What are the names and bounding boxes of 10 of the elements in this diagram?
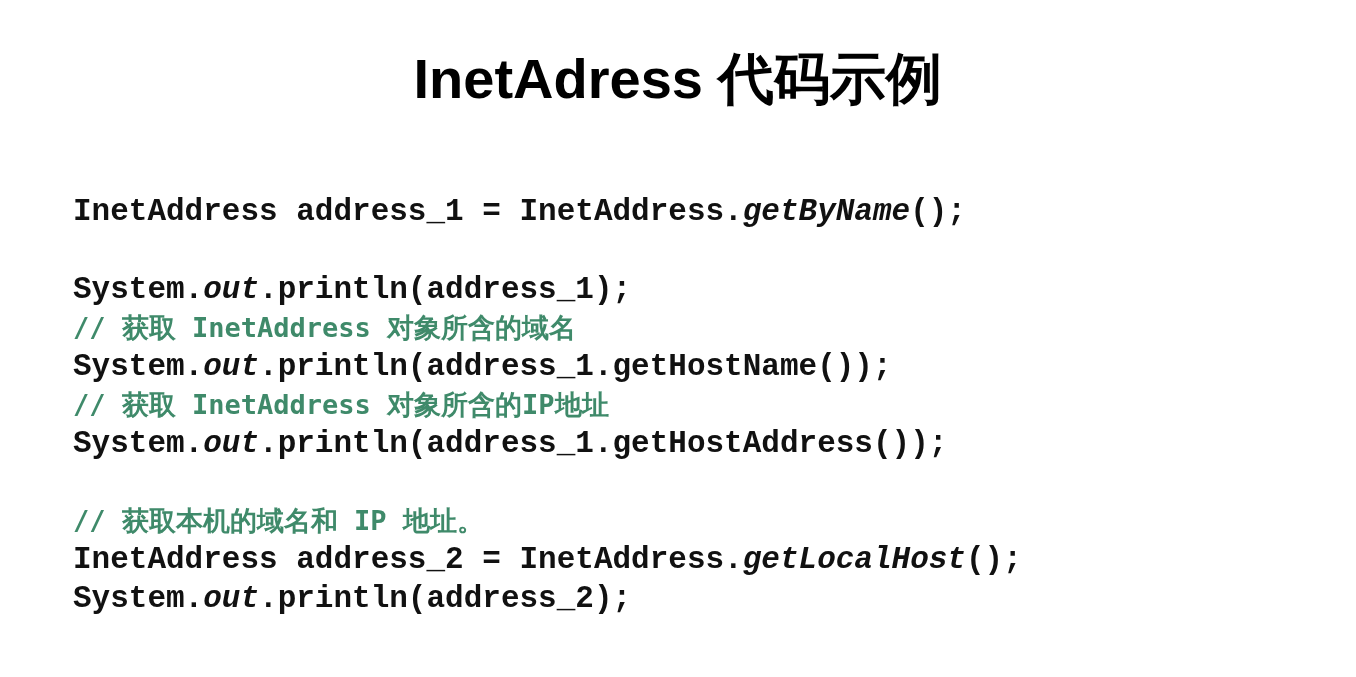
code-line: InetAddress address_1 = InetAddress.getByName(); [73,194,966,230]
slide-title: InetAdress 代码示例 [412,46,944,112]
code-line: System.out.println(address_1.getHostName()); [73,349,892,385]
code-comment: // 获取 InetAddress 对象所含的IP地址 [73,388,609,422]
code-line: System.out.println(address_1.getHostAddress()); [73,426,948,462]
code-line: InetAddress address_2 = InetAddress.getLocalHost(); [73,542,1022,578]
code-comment: // 获取本机的域名和 IP 地址。 [73,504,484,538]
code-comment: // 获取 InetAddress 对象所含的域名 [73,311,577,345]
code-line: System.out.println(address_2); [73,581,632,617]
code-line: System.out.println(address_1); [73,272,632,308]
